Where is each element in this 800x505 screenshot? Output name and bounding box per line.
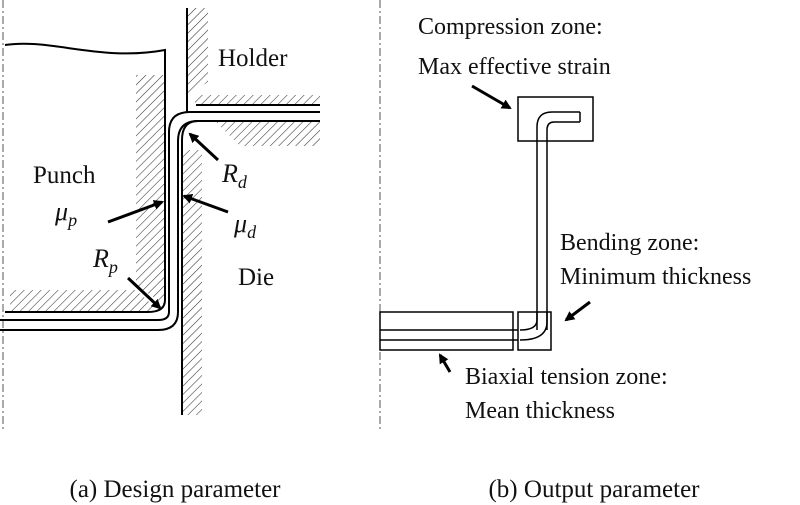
rp-symbol: Rp <box>92 244 118 277</box>
biaxial-arrow <box>438 353 452 373</box>
bending-arrow <box>564 300 591 322</box>
caption-b: (b) Output parameter <box>488 476 700 503</box>
panel-a-drawing: Holder Punch Die Rd μp μd Rp <box>0 8 320 415</box>
holder-underside-hatch <box>195 95 320 105</box>
compression-zone-desc: Max effective strain <box>418 54 611 80</box>
punch-hatch-wall <box>136 75 165 305</box>
mu-d-arrow <box>182 194 229 214</box>
mu-p-symbol: μp <box>54 197 77 230</box>
bending-zone-desc: Minimum thickness <box>560 264 751 290</box>
bending-zone-title: Bending zone: <box>560 230 699 256</box>
die-hatch-top <box>215 121 320 146</box>
holder-hatch <box>187 8 208 95</box>
compression-zone-box <box>517 96 594 142</box>
die-label: Die <box>238 264 274 291</box>
sheet-inner <box>0 111 320 321</box>
sheet-outer <box>0 120 320 331</box>
rp-arrow <box>126 276 162 310</box>
caption-a: (a) Design parameter <box>70 476 282 503</box>
compression-arrow <box>471 84 512 110</box>
biaxial-zone-desc: Mean thickness <box>465 398 615 424</box>
punch-profile <box>4 42 166 313</box>
holder-label: Holder <box>218 45 288 72</box>
panel-b-drawing: Compression zone: Max effective strain B… <box>379 14 751 424</box>
punch-hatch-bottom <box>10 290 160 312</box>
rd-arrow <box>188 132 220 162</box>
punch-label: Punch <box>33 162 96 189</box>
bend-inner <box>519 312 538 331</box>
rd-symbol: Rd <box>221 159 248 192</box>
top-flange-outer <box>546 121 580 330</box>
biaxial-zone-box <box>379 311 514 351</box>
mu-d-symbol: μd <box>233 209 257 242</box>
die-hatch-wall <box>182 150 202 415</box>
bend-outer <box>519 312 548 341</box>
top-flange-inner <box>536 111 580 330</box>
biaxial-zone-title: Biaxial tension zone: <box>465 364 668 390</box>
mu-p-arrow <box>107 200 164 224</box>
bending-zone-box <box>517 311 552 351</box>
compression-zone-title: Compression zone: <box>418 14 603 40</box>
